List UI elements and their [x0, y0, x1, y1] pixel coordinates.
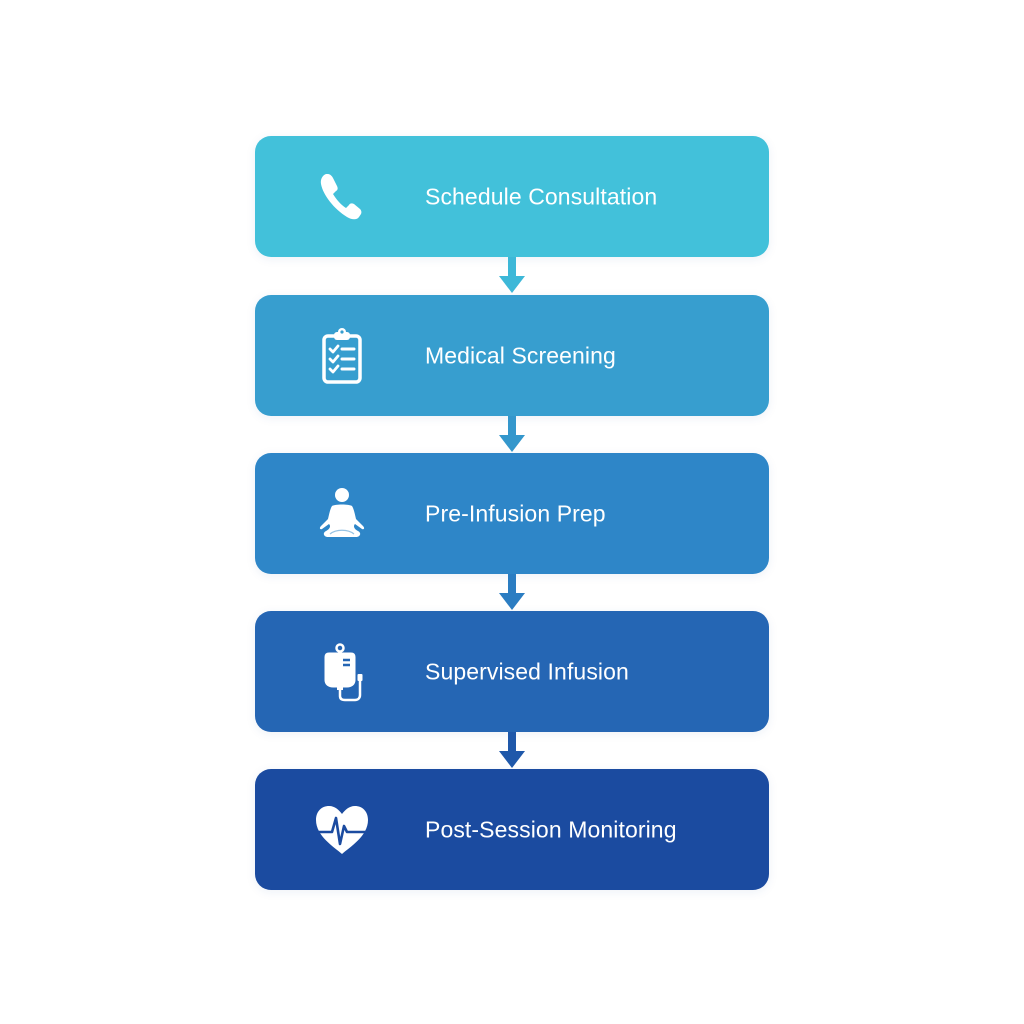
step-label: Schedule Consultation	[425, 183, 658, 209]
arrow-down-1	[498, 257, 526, 294]
iv-bag-icon	[307, 637, 377, 707]
step-medical-screening: Medical Screening	[255, 295, 769, 416]
phone-icon	[307, 162, 377, 232]
heart-pulse-icon	[307, 795, 377, 865]
clipboard-checklist-icon	[307, 321, 377, 391]
meditation-icon	[307, 479, 377, 549]
step-supervised-infusion: Supervised Infusion	[255, 611, 769, 732]
step-pre-infusion-prep: Pre-Infusion Prep	[255, 453, 769, 574]
arrow-down-2	[498, 416, 526, 453]
step-label: Supervised Infusion	[425, 658, 629, 684]
step-label: Medical Screening	[425, 342, 616, 368]
arrow-down-3	[498, 574, 526, 611]
step-label: Post-Session Monitoring	[425, 816, 677, 842]
step-schedule-consultation: Schedule Consultation	[255, 136, 769, 257]
arrow-down-4	[498, 732, 526, 769]
step-label: Pre-Infusion Prep	[425, 500, 606, 526]
step-post-session-monitoring: Post-Session Monitoring	[255, 769, 769, 890]
